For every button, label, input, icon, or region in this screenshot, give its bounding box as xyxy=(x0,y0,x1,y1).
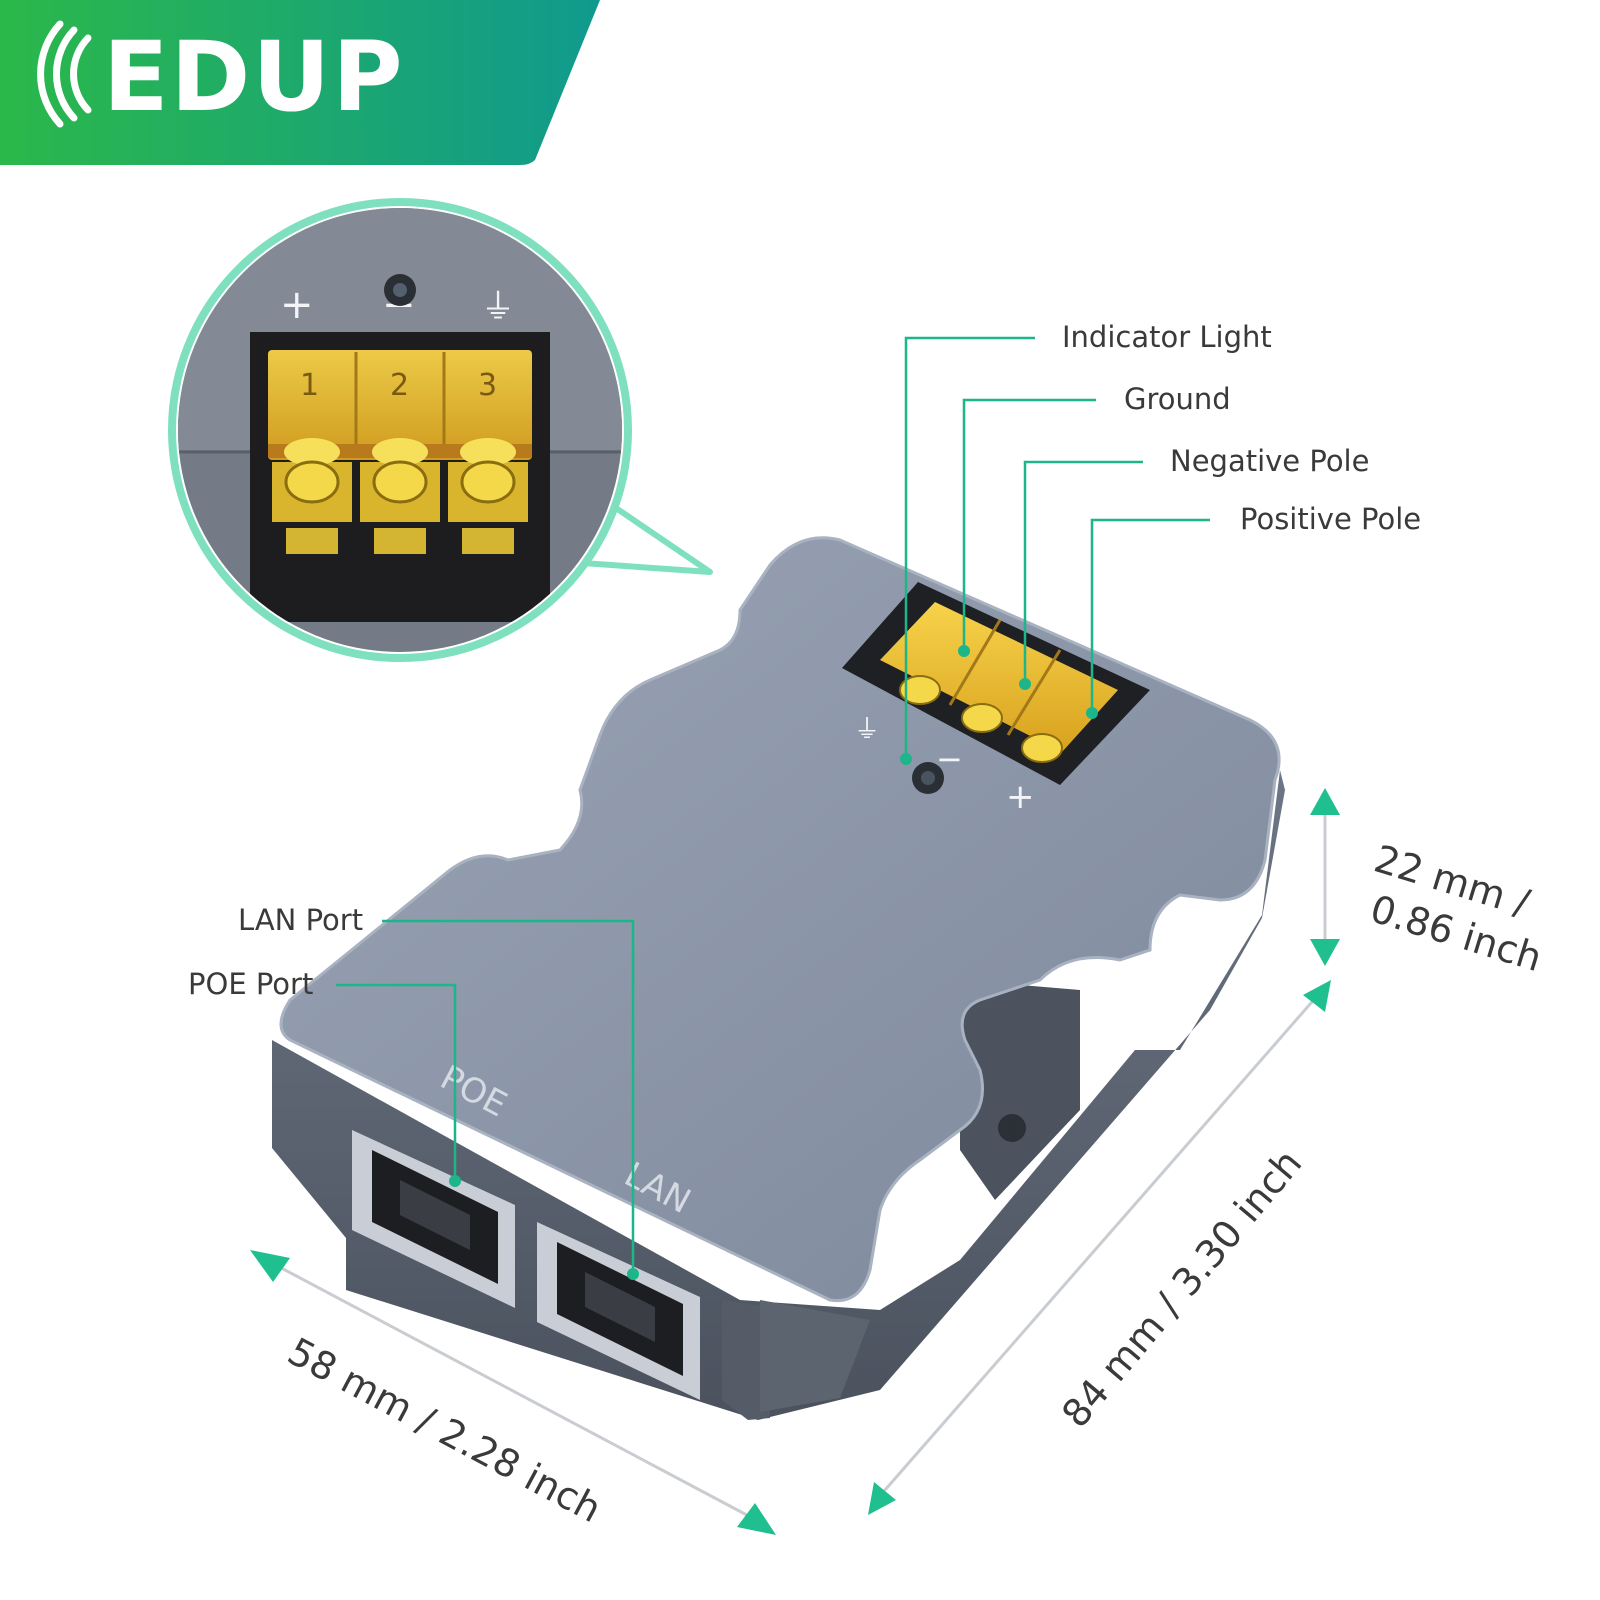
dimension-arrows xyxy=(250,788,1340,1535)
device-ground-symbol: ⏚ xyxy=(854,715,880,745)
terminal-number-3: 3 xyxy=(478,368,497,403)
device-terminal-block xyxy=(842,582,1150,785)
brand-name: EDUP xyxy=(103,21,405,133)
indicator-led-icon xyxy=(384,274,416,306)
height-arrow-up-icon xyxy=(1310,788,1340,815)
edup-logo-icon xyxy=(37,20,92,128)
height-arrow-down-icon xyxy=(1310,939,1340,966)
device-indicator-led-icon xyxy=(912,762,944,794)
lan-port xyxy=(537,1222,700,1400)
terminal-screw xyxy=(272,438,352,554)
terminal-number-1: 1 xyxy=(300,368,319,403)
poe-port xyxy=(352,1130,515,1308)
poe-port-callout: POE Port xyxy=(188,967,313,1001)
terminal-screw xyxy=(360,438,440,554)
length-dimension: 84 mm / 3.30 inch xyxy=(1053,1141,1310,1436)
width-arrow-end-icon xyxy=(737,1503,776,1535)
poe-device: ⏚ − + POE LAN xyxy=(272,536,1285,1420)
width-dimension: 58 mm / 2.28 inch xyxy=(281,1329,609,1531)
indicator-light-label: Indicator Light xyxy=(1062,320,1272,354)
dimension-lines xyxy=(269,810,1327,1524)
brand-banner: EDUP xyxy=(0,0,600,165)
callout-leaders xyxy=(336,336,1210,1274)
length-arrow-end-icon xyxy=(1303,980,1331,1012)
width-arrow-start-icon xyxy=(250,1250,290,1282)
callout-dots xyxy=(449,645,1098,1280)
ground-symbol: ⏚ xyxy=(481,287,515,327)
lan-port-callout: LAN Port xyxy=(238,903,363,937)
terminal-number-2: 2 xyxy=(390,368,409,403)
terminal-screw xyxy=(448,438,528,554)
negative-pole-label: Negative Pole xyxy=(1170,444,1369,478)
ground-label: Ground xyxy=(1124,382,1231,416)
terminal-zoom-bubble: 1 2 3 + − ⏚ xyxy=(168,198,713,662)
length-arrow-start-icon xyxy=(868,1482,896,1515)
plus-symbol: + xyxy=(280,282,314,328)
positive-pole-label: Positive Pole xyxy=(1240,502,1421,536)
device-plus-symbol: + xyxy=(1006,777,1035,817)
